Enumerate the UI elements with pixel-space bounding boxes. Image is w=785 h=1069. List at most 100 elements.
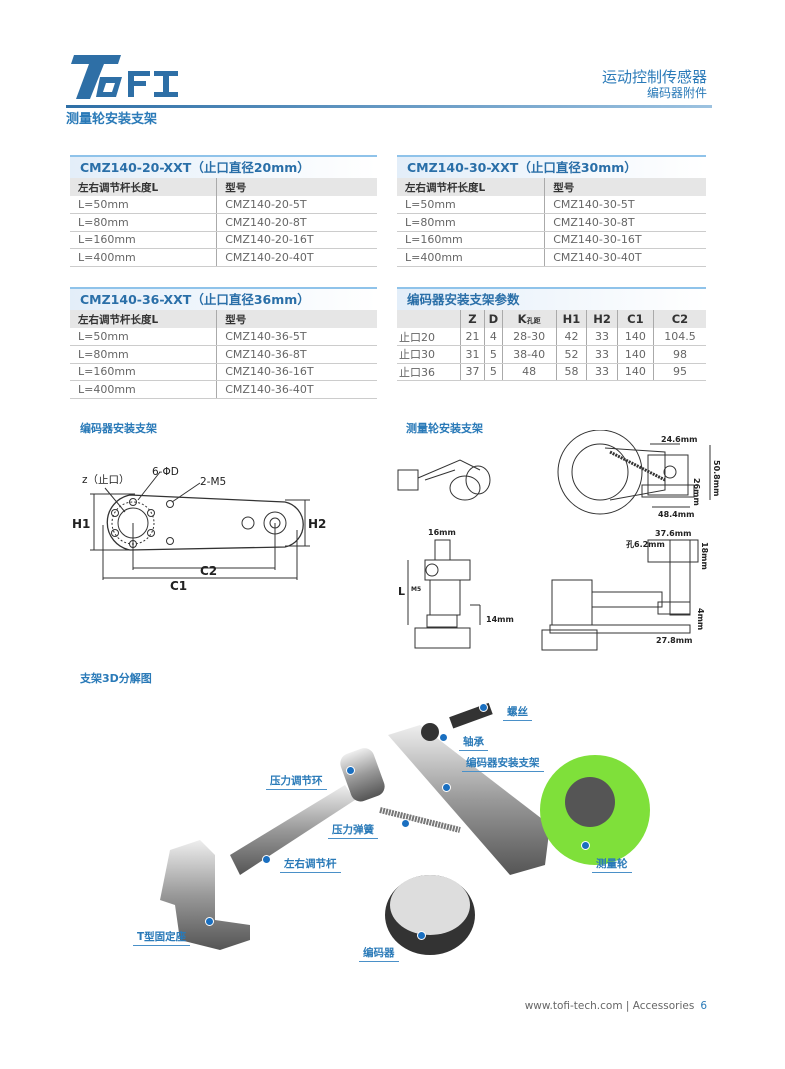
callout-dot (442, 783, 451, 792)
cell: 52 (555, 345, 587, 364)
cell: CMZ140-20-40T (216, 248, 377, 267)
cell: L=50mm (70, 328, 217, 346)
cell: L=160mm (70, 231, 217, 249)
k-label: K (517, 312, 527, 326)
label-c1: C1 (170, 579, 187, 593)
cell: 28-30 (501, 328, 557, 346)
label-encoder: 编码器 (359, 945, 399, 962)
dim-label: 18mm (700, 542, 709, 570)
callout-dot (439, 733, 448, 742)
label-bearing: 轴承 (459, 734, 488, 751)
cell: L=160mm (397, 231, 545, 249)
cell: 38-40 (501, 345, 557, 364)
page-number: 6 (700, 1000, 707, 1012)
cell: CMZ140-20-5T (216, 196, 377, 214)
footer: www.tofi-tech.com | Accessories 6 (525, 1000, 707, 1012)
cell: 33 (586, 328, 618, 346)
column-header: 型号 (544, 178, 706, 196)
dim-label: 26mm (692, 478, 701, 506)
column-header: D (484, 310, 503, 328)
column-header: H1 (555, 310, 587, 328)
cell: L=400mm (70, 380, 217, 399)
bracket-plate-part (388, 725, 550, 875)
dim-label: L (398, 585, 405, 598)
section-title-exploded: 支架3D分解图 (80, 672, 152, 685)
cell: 止口30 (397, 345, 461, 364)
cell: CMZ140-36-40T (216, 380, 377, 399)
cell: L=400mm (397, 248, 545, 267)
table-title: 编码器安装支架参数 (397, 287, 706, 310)
cell: L=80mm (70, 213, 217, 232)
dim-label: 14mm (486, 615, 514, 624)
exploded-3d-view (160, 702, 650, 955)
category: 运动控制传感器 编码器附件 (602, 68, 707, 100)
dim-label: 50.8mm (712, 460, 720, 496)
front-view (407, 539, 481, 649)
cell: 止口36 (397, 363, 461, 381)
cell: CMZ140-30-8T (544, 213, 706, 232)
table-title: CMZ140-36-XXT（止口直径36mm） (70, 287, 377, 310)
side-view (557, 430, 711, 515)
bearing-part (421, 723, 439, 741)
cell: CMZ140-30-5T (544, 196, 706, 214)
label-screw: 螺丝 (503, 704, 532, 721)
cell: L=50mm (70, 196, 217, 214)
cell: L=50mm (397, 196, 545, 214)
spring-part (379, 807, 461, 833)
section-title-wheel-bracket: 测量轮安装支架 (406, 422, 483, 435)
cell: CMZ140-20-8T (216, 213, 377, 232)
column-header: 左右调节杆长度L (397, 178, 545, 196)
header-divider (66, 105, 712, 108)
rear-view (541, 539, 699, 651)
cell: L=80mm (70, 345, 217, 364)
column-header: C1 (616, 310, 654, 328)
subcategory-title: 编码器附件 (646, 86, 707, 100)
dim-label: 16mm (428, 528, 456, 537)
column-header: Z (459, 310, 485, 328)
cell: 140 (616, 328, 654, 346)
column-header: 左右调节杆长度L (70, 310, 217, 328)
callout-dot (401, 819, 410, 828)
wheel-bracket-drawings: 24.6mm 50.8mm 26mm 48.4mm 16mm L M5 14mm… (397, 430, 720, 651)
table-title: CMZ140-20-XXT（止口直径20mm） (70, 155, 377, 178)
callout-dot (205, 917, 214, 926)
cell: CMZ140-30-16T (544, 231, 706, 249)
cell: 31 (459, 345, 485, 364)
label-ring: 压力调节环 (266, 773, 327, 790)
cell: CMZ140-20-16T (216, 231, 377, 249)
cell: 48 (501, 363, 557, 381)
column-header: 型号 (216, 178, 377, 196)
cell: 5 (484, 345, 503, 364)
footer-site: www.tofi-tech.com | Accessories (524, 1000, 695, 1012)
cell: 95 (652, 363, 706, 381)
label-spring: 压力弹簧 (328, 822, 378, 839)
label-wheel: 测量轮 (592, 856, 632, 873)
isometric-sketch (397, 459, 491, 501)
cell: CMZ140-36-8T (216, 345, 377, 364)
dim-label: 48.4mm (658, 510, 694, 519)
column-header (397, 310, 461, 328)
label-h1: H1 (72, 517, 90, 531)
dim-label: M5 (411, 586, 421, 593)
callout-dot (417, 931, 426, 940)
cell: 33 (586, 345, 618, 364)
cell: 21 (459, 328, 485, 346)
dim-label: 27.8mm (656, 636, 692, 645)
cell: 98 (652, 345, 706, 364)
dim-label: 24.6mm (661, 435, 697, 444)
category-title: 运动控制传感器 (601, 68, 707, 86)
label-m5: 2-M5 (200, 476, 226, 488)
t-base-part (160, 840, 250, 950)
column-header: 型号 (216, 310, 377, 328)
